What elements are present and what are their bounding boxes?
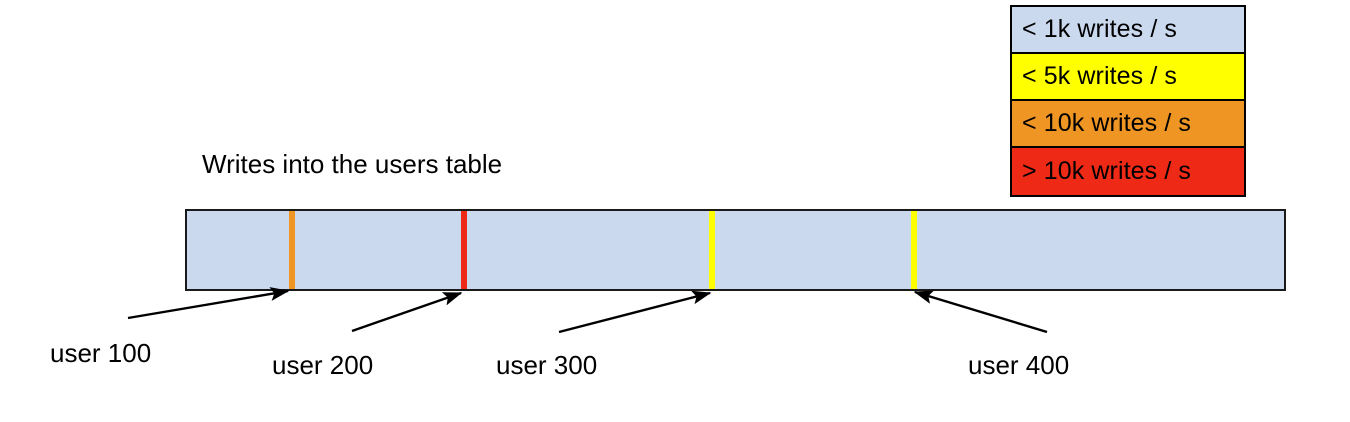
callout-label: user 100 (50, 338, 152, 368)
legend: < 1k writes / s < 5k writes / s < 10k writ… (1010, 5, 1246, 197)
callout-arrow (127, 287, 290, 320)
legend-item: > 10k writes / s (1012, 148, 1244, 195)
stripe-user-100 (289, 211, 295, 289)
callout-label: user 200 (272, 350, 374, 380)
page-title: Writes into the users table (202, 149, 503, 179)
stripe-user-200 (461, 211, 467, 289)
legend-item-label: > 10k writes / s (1022, 157, 1192, 185)
legend-item-label: < 1k writes / s (1022, 15, 1178, 43)
callout-label: user 300 (496, 350, 598, 380)
legend-item: < 1k writes / s (1012, 7, 1244, 54)
stripe-user-400 (911, 211, 917, 289)
users-table-bar-fill (187, 211, 1284, 289)
legend-item: < 10k writes / s (1012, 101, 1244, 148)
users-table-bar (185, 209, 1286, 291)
legend-item-label: < 5k writes / s (1022, 62, 1178, 90)
callout-label: user 400 (968, 350, 1070, 380)
legend-item-label: < 10k writes / s (1022, 109, 1192, 137)
callout-arrow (351, 291, 463, 333)
legend-item: < 5k writes / s (1012, 54, 1244, 101)
callout-arrow (913, 290, 1048, 334)
callout-arrow (558, 290, 712, 334)
stripe-user-300 (709, 211, 715, 289)
